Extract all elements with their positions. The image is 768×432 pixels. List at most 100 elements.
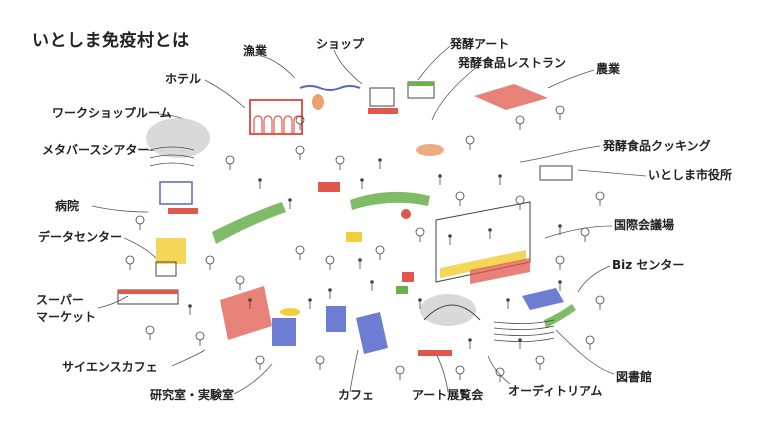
tree	[125, 255, 135, 265]
label-auditorium: オーディトリアム	[508, 384, 603, 398]
label-fermentation-art: 発酵アート	[450, 37, 510, 51]
tree	[335, 155, 345, 165]
biz-center-building	[522, 288, 564, 310]
tree	[415, 227, 425, 237]
conference-floor	[440, 250, 526, 278]
person-head	[288, 198, 292, 202]
hospital-bench	[168, 208, 198, 214]
tree	[255, 355, 265, 365]
data-center-rack	[155, 261, 177, 277]
person-head	[188, 304, 192, 308]
person-head	[558, 280, 562, 284]
tree	[535, 355, 545, 365]
tree	[465, 135, 475, 145]
shop-building	[369, 87, 395, 107]
theater-seats	[149, 162, 195, 167]
person-head	[308, 298, 312, 302]
label-cafe: カフェ	[338, 388, 375, 402]
person-head	[418, 298, 422, 302]
label-lab: 研究室・実験室	[150, 388, 235, 402]
person-head	[370, 280, 374, 284]
hotel-arch	[263, 115, 273, 134]
tree	[585, 335, 595, 345]
person-head	[488, 228, 492, 232]
hotel-arch	[293, 115, 303, 134]
shop-awning	[368, 108, 398, 114]
central-board	[346, 232, 362, 242]
tree	[375, 245, 385, 255]
conference-stage	[470, 258, 530, 284]
person-head	[498, 174, 502, 178]
label-supermarket-line1: スーパー	[36, 293, 84, 307]
person-head	[506, 298, 510, 302]
buildings	[117, 81, 605, 382]
person-head	[358, 258, 362, 262]
hotel-arch	[273, 115, 283, 134]
tree	[145, 325, 155, 335]
person-head	[328, 288, 332, 292]
label-fermented-food-cooking: 発酵食品クッキング	[603, 139, 711, 153]
biz-walkway	[544, 304, 576, 328]
tree	[315, 355, 325, 365]
person-head	[248, 298, 252, 302]
hotel-arch	[253, 115, 263, 134]
agriculture-field	[474, 84, 548, 110]
tree	[515, 195, 525, 205]
person-head	[258, 178, 262, 182]
tree	[455, 191, 465, 201]
person-head	[468, 338, 472, 342]
tree	[325, 255, 335, 265]
lab-annex	[272, 318, 296, 346]
workshop-blob	[146, 118, 210, 158]
label-workshop-room: ワークショップルーム	[52, 106, 172, 120]
tree	[555, 255, 565, 265]
label-agriculture: 農業	[596, 62, 621, 76]
tree	[455, 365, 465, 375]
label-supermarket-line2: マーケット	[36, 310, 97, 324]
lab-building	[220, 286, 272, 340]
central-ball	[401, 209, 411, 219]
library-shelf	[493, 331, 555, 336]
tree	[515, 115, 525, 125]
fishery-buoy	[312, 94, 324, 110]
auditorium-dome	[423, 304, 481, 321]
auditorium-stage	[418, 350, 452, 356]
label-biz-center: Biz センター	[612, 258, 685, 272]
tree	[225, 155, 235, 165]
cafe-building	[326, 306, 346, 332]
person-head	[518, 338, 522, 342]
tree	[235, 275, 245, 285]
leader-lines	[91, 45, 647, 395]
label-fermented-food-restaurant: 発酵食品レストラン	[458, 56, 567, 70]
person-head	[558, 224, 562, 228]
tree	[195, 331, 205, 341]
person-head	[360, 178, 364, 182]
person-head	[438, 174, 442, 178]
tree	[295, 245, 305, 255]
label-hospital: 病院	[55, 199, 80, 213]
central-box-green	[396, 286, 408, 294]
tree	[395, 365, 405, 375]
tree	[135, 215, 145, 225]
cafe-annex	[356, 312, 388, 354]
auditorium-blob	[420, 294, 476, 326]
page-title: いとしま免疫村とは	[32, 31, 190, 51]
central-box-red	[402, 272, 414, 282]
label-data-center: データセンター	[38, 230, 123, 244]
hospital-building	[159, 181, 193, 205]
fermentation-art-roof	[408, 82, 434, 86]
label-supermarket: スーパー マーケット	[36, 292, 96, 326]
data-center-building	[156, 238, 186, 264]
supermarket-roof	[118, 290, 178, 294]
green-walkway-left	[212, 202, 286, 244]
tree	[295, 145, 305, 155]
label-science-cafe: サイエンスカフェ	[62, 360, 158, 374]
fishery-water	[299, 85, 361, 91]
tree	[205, 255, 215, 265]
cooking-table	[318, 182, 340, 192]
label-international-conference: 国際会議場	[614, 218, 675, 232]
tree	[595, 295, 605, 305]
tree	[595, 191, 605, 201]
